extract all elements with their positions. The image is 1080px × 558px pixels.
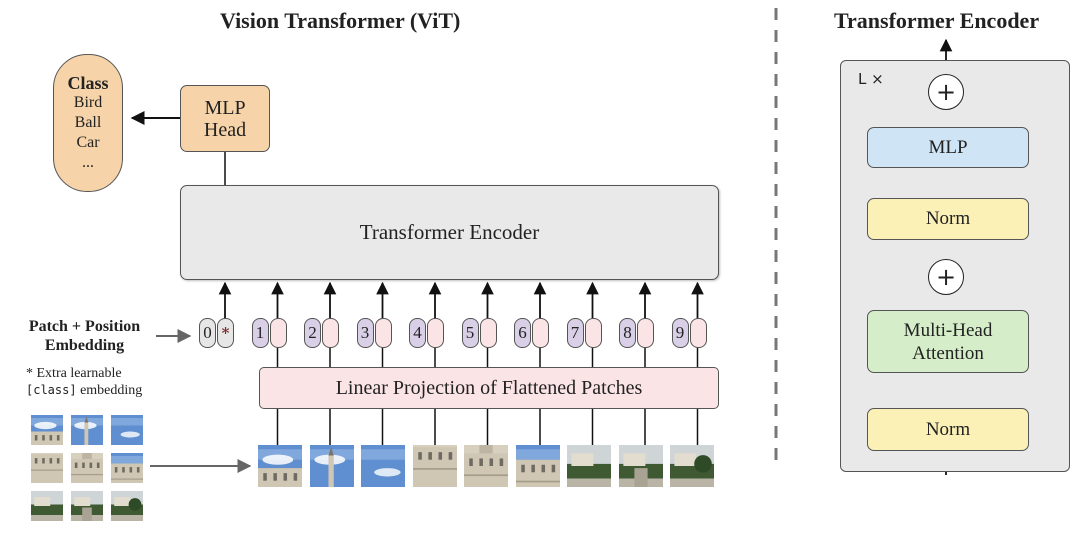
image-patch-thumbnail	[111, 491, 143, 521]
patch-token: 9	[671, 318, 707, 348]
note-line1: * Extra learnable	[26, 366, 122, 381]
image-patch-thumbnail	[71, 453, 103, 483]
flattened-patch	[412, 445, 457, 487]
flattened-patch	[567, 445, 611, 487]
token-position-number: 0	[199, 318, 216, 348]
mlp-head-box: MLP Head	[180, 85, 270, 152]
norm-bottom-label: Norm	[925, 418, 971, 440]
patch-token: 2	[304, 318, 339, 348]
token-position-number: 2	[304, 318, 321, 348]
token-position-number: 7	[566, 318, 584, 348]
mlp-block: MLP	[867, 127, 1029, 168]
norm-top-label: Norm	[925, 208, 971, 229]
linear-projection-box: Linear Projection of Flattened Patches	[259, 367, 719, 409]
token-embedding	[479, 318, 497, 348]
patch-token: 1	[251, 318, 287, 348]
class-item: ...	[82, 154, 94, 171]
token-embedding	[322, 318, 339, 348]
class-item: Ball	[74, 114, 102, 131]
token-embedding	[269, 318, 287, 348]
mlp-label: MLP	[928, 136, 968, 158]
flattened-patch	[618, 445, 663, 487]
mlp-head-line1: MLP	[204, 96, 246, 119]
norm-block-top: Norm	[867, 198, 1029, 240]
note-line2: [class] embedding	[26, 382, 176, 399]
token-embedding	[689, 318, 707, 348]
encoder-detail-title: Transformer Encoder	[834, 8, 1040, 33]
patch-position-line2: Embedding	[44, 337, 125, 354]
token-position-number: 1	[251, 318, 269, 348]
flattened-patch	[464, 445, 508, 487]
linear-projection-label: Linear Projection of Flattened Patches	[335, 376, 643, 399]
patch-token: 7	[566, 318, 602, 348]
token-arrows	[218, 281, 704, 318]
multi-head-attention-block: Multi-Head Attention	[867, 310, 1029, 373]
flattened-patch	[515, 445, 560, 487]
vit-title: Vision Transformer (ViT)	[220, 8, 461, 33]
flattened-patch	[309, 445, 354, 487]
flattened-patch	[670, 445, 714, 487]
transformer-encoder-box: Transformer Encoder	[180, 185, 719, 280]
image-patch-thumbnail	[31, 453, 63, 483]
image-patch-thumbnail	[71, 415, 103, 445]
mha-line1: Multi-Head	[903, 319, 993, 341]
class-item: Car	[76, 134, 100, 151]
repeat-label: L ×	[858, 70, 884, 88]
class-item: Bird	[73, 94, 103, 111]
patch-token: 8	[619, 318, 654, 348]
token-embedding	[374, 318, 392, 348]
token-position-number: 3	[356, 318, 374, 348]
image-patch-thumbnail	[111, 453, 143, 483]
token-position-number: 6	[514, 318, 531, 348]
flattened-patch	[258, 445, 302, 487]
image-patch-thumbnail	[31, 491, 63, 521]
norm-block-bottom: Norm	[867, 408, 1029, 451]
note-line2-rest: embedding	[76, 383, 143, 398]
token-position-number: 9	[671, 318, 689, 348]
image-patch-thumbnail	[31, 415, 63, 445]
note-code: [class]	[26, 383, 77, 397]
transformer-encoder-label: Transformer Encoder	[359, 220, 540, 244]
mlp-head-line2: Head	[203, 118, 247, 141]
token-position-number: 5	[461, 318, 479, 348]
patch-position-label: Patch + Position Embedding	[12, 317, 157, 355]
extra-learnable-note: * Extra learnable [class] embedding	[26, 365, 176, 399]
mha-line2: Attention	[912, 342, 984, 364]
flattened-patch	[361, 445, 405, 487]
token-embedding	[427, 318, 444, 348]
add-circle-bottom: +	[928, 259, 964, 295]
token-embedding: *	[217, 318, 234, 348]
patch-token: 4	[409, 318, 444, 348]
class-heading: Class	[67, 73, 109, 93]
add-circle-top: +	[928, 74, 964, 110]
patch-token: 3	[356, 318, 392, 348]
image-patch-thumbnail	[71, 491, 103, 521]
token-position-number: 4	[409, 318, 426, 348]
patch-token: 6	[514, 318, 549, 348]
token-embedding	[532, 318, 549, 348]
patch-token: 5	[461, 318, 497, 348]
image-patch-thumbnail	[111, 415, 143, 445]
class-token: 0*	[199, 318, 234, 348]
patch-position-line1: Patch + Position	[28, 318, 141, 335]
class-output-box: Class Bird Ball Car ...	[53, 54, 123, 192]
token-position-number: 8	[619, 318, 636, 348]
token-embedding	[637, 318, 654, 348]
token-embedding	[584, 318, 602, 348]
